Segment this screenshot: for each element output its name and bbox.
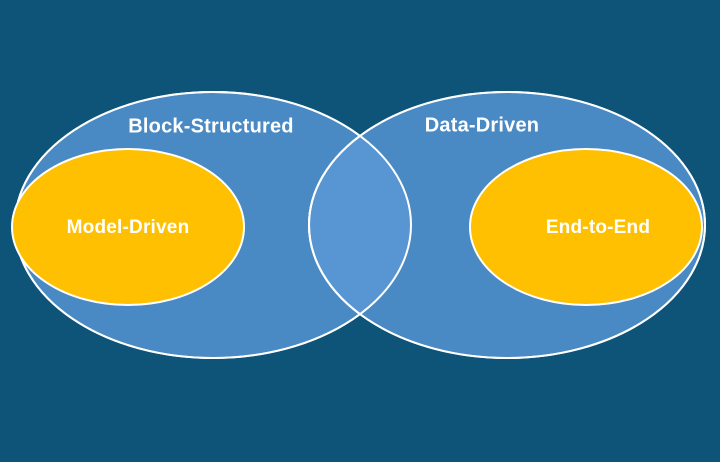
subset-label-end-to-end: End-to-End bbox=[546, 217, 650, 238]
subset-ellipse-end-to-end[interactable] bbox=[469, 148, 703, 306]
set-label-block-structured: Block-Structured bbox=[128, 115, 293, 137]
set-label-data-driven: Data-Driven bbox=[425, 114, 539, 136]
subset-ellipse-model-driven[interactable] bbox=[11, 148, 245, 306]
subset-label-model-driven: Model-Driven bbox=[67, 217, 190, 238]
set-outline-data-driven bbox=[308, 91, 706, 359]
